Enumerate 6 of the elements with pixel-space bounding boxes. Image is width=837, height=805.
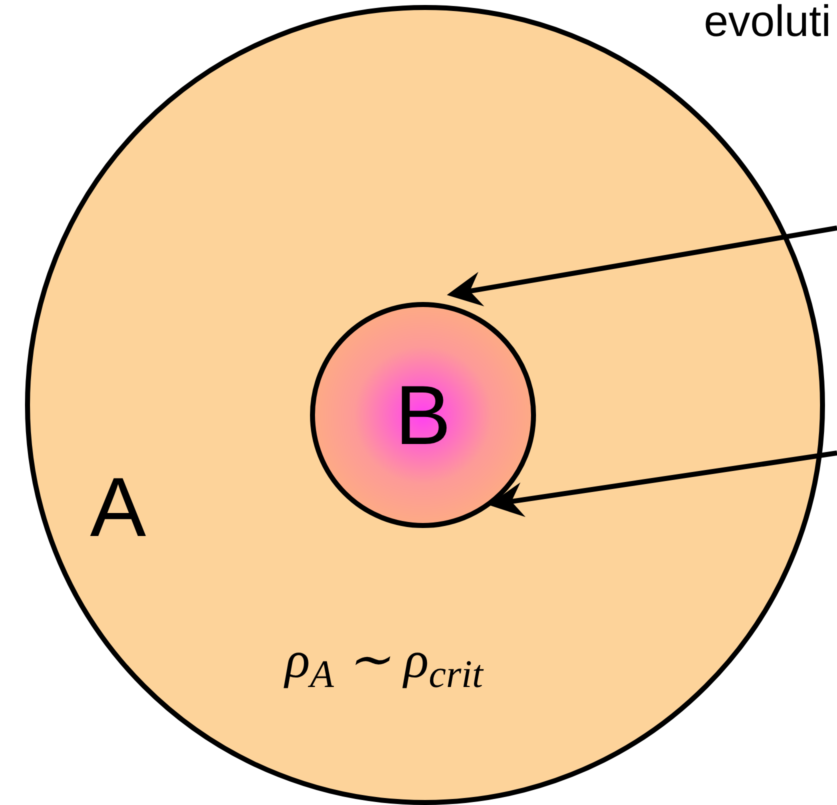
title: evoluti bbox=[704, 0, 831, 44]
arrow bbox=[488, 450, 837, 518]
density-formula: ρ$_{A}$ ∼ ρ$_{crit}$ bbox=[285, 635, 483, 687]
region-letter: A bbox=[90, 465, 146, 549]
arrow bbox=[446, 226, 837, 306]
region-letter: B bbox=[394, 373, 452, 457]
